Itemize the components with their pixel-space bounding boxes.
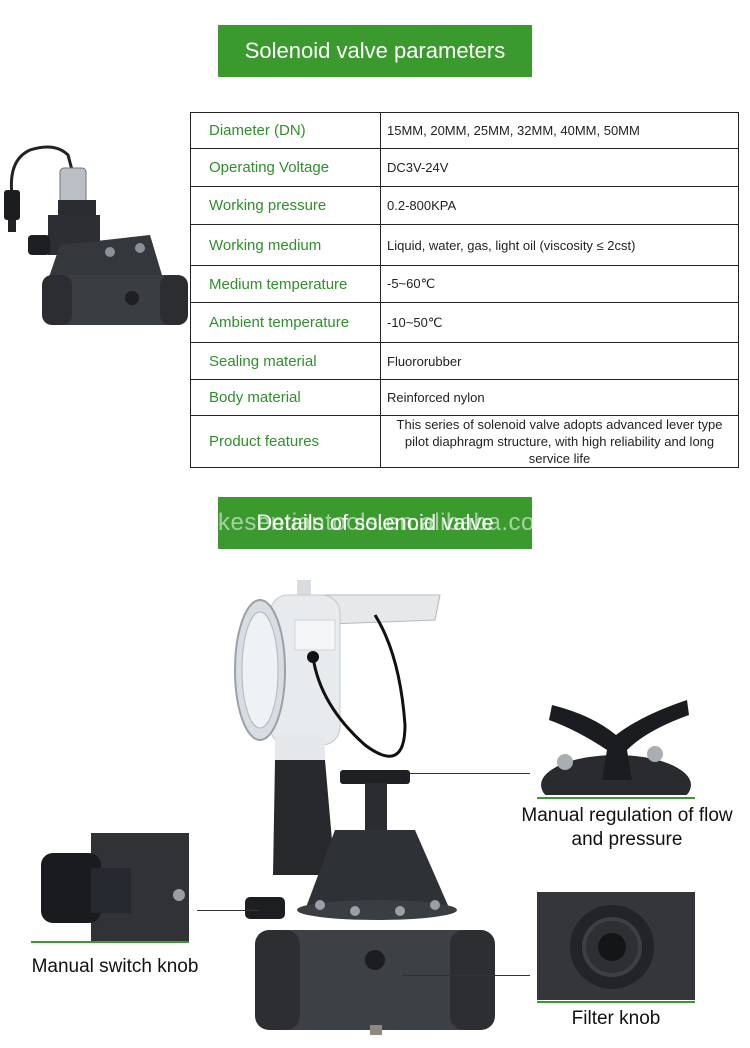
table-row: Sealing material Fluororubber <box>190 342 739 380</box>
spec-key: Body material <box>190 379 381 416</box>
details-banner-title: Details of solenoid valve <box>256 510 494 535</box>
switch-leader-line <box>197 910 259 911</box>
spec-key: Sealing material <box>190 342 381 380</box>
spec-key: Ambient temperature <box>190 302 381 343</box>
spec-key: Diameter (DN) <box>190 112 381 149</box>
details-banner: Details of solenoid valve kesentiantools… <box>218 497 556 549</box>
spec-table: Diameter (DN) 15MM, 20MM, 25MM, 32MM, 40… <box>190 112 739 468</box>
spec-key: Medium temperature <box>190 265 381 303</box>
spec-key: Product features <box>190 415 381 468</box>
parameters-banner-title: Solenoid valve parameters <box>244 38 506 63</box>
spec-value: Liquid, water, gas, light oil (viscosity… <box>380 224 739 266</box>
filter-knob-label: Filter knob <box>571 1008 661 1029</box>
spec-value: 15MM, 20MM, 25MM, 32MM, 40MM, 50MM <box>380 112 739 149</box>
manual-switch-photo <box>31 833 189 941</box>
spec-value: 0.2-800KPA <box>380 186 739 225</box>
regulation-leader-line <box>410 773 530 774</box>
filter-leader-line <box>402 975 530 976</box>
spec-key: Operating Voltage <box>190 148 381 187</box>
table-row: Ambient temperature -10~50℃ <box>190 302 739 343</box>
table-row: Working pressure 0.2-800KPA <box>190 186 739 225</box>
regulation-knob-photo <box>537 690 695 795</box>
table-row: Working medium Liquid, water, gas, light… <box>190 224 739 266</box>
solenoid-valve-main-image <box>234 580 495 1035</box>
spec-value: -5~60℃ <box>380 265 739 303</box>
spec-value: Fluororubber <box>380 342 739 380</box>
spec-key: Working medium <box>190 224 381 266</box>
filter-divider <box>537 1001 695 1003</box>
regulation-divider <box>537 797 695 799</box>
table-row: Product features This series of solenoid… <box>190 415 739 468</box>
spec-value: Reinforced nylon <box>380 379 739 416</box>
watermark-text: kesentiantools.en.alibaba.com <box>218 509 556 536</box>
table-row: Operating Voltage DC3V-24V <box>190 148 739 187</box>
table-row: Diameter (DN) 15MM, 20MM, 25MM, 32MM, 40… <box>190 112 739 149</box>
table-row: Medium temperature -5~60℃ <box>190 265 739 303</box>
manual-regulation-label: Manual regulation of flow and pressure <box>521 805 733 850</box>
manual-switch-label: Manual switch knob <box>31 956 199 977</box>
table-row: Body material Reinforced nylon <box>190 379 739 416</box>
switch-divider <box>31 941 189 943</box>
filter-knob-photo <box>537 892 695 1000</box>
spec-value: This series of solenoid valve adopts adv… <box>380 415 739 468</box>
spec-value: -10~50℃ <box>380 302 739 343</box>
spec-value: DC3V-24V <box>380 148 739 187</box>
parameters-banner: Solenoid valve parameters <box>218 25 532 77</box>
valve-thumbnail-image <box>4 145 188 325</box>
spec-key: Working pressure <box>190 186 381 225</box>
